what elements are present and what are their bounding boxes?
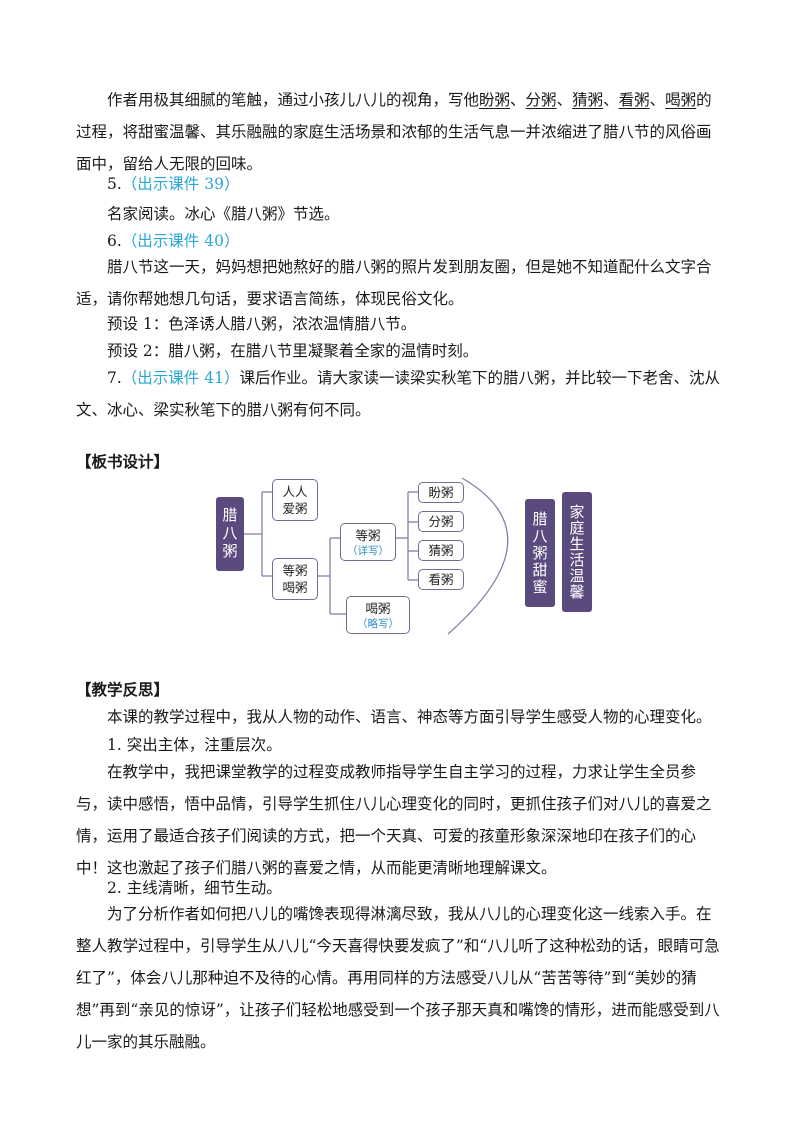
board-heading: 【板书设计】 xyxy=(76,452,170,471)
separator: 、 xyxy=(649,91,666,109)
node-label: 等粥 xyxy=(355,527,381,543)
reflection-paragraph-2: 为了分析作者如何把八儿的嘴馋表现得淋漓尽致，我从八儿的心理变化这一线索入手。在整… xyxy=(76,905,720,1051)
node-label: 人人爱粥 xyxy=(282,484,308,516)
node-drinking: 喝粥（略写） xyxy=(346,596,410,634)
reflection-heading: 【教学反思】 xyxy=(76,680,170,699)
underlined-term: 喝粥 xyxy=(665,91,697,109)
board-conclusion-2: 家庭生活温馨 xyxy=(562,492,592,612)
point-1: 1. 突出主体，注重层次。 xyxy=(107,736,282,754)
preset-2: 预设 2：腊八粥，在腊八节里凝聚着全家的温情时刻。 xyxy=(107,342,479,360)
point-2: 2. 主线清晰，细节生动。 xyxy=(107,879,282,897)
underlined-term: 分粥 xyxy=(525,91,557,109)
reflection-intro: 本课的教学过程中，我从人物的动作、语言、神态等方面引导学生感受人物的心理变化。 xyxy=(107,708,712,726)
leaf-node: 分粥 xyxy=(418,511,464,532)
node-note: （略写） xyxy=(357,617,399,630)
leaf-node: 看粥 xyxy=(418,569,464,590)
intro-paragraph: 作者用极其细腻的笔触，通过小孩儿八儿的视角，写他盼粥、分粥、猜粥、看粥、喝粥的过… xyxy=(76,84,726,180)
item-number: 6. xyxy=(107,232,122,250)
board-title-box: 腊八粥 xyxy=(216,497,244,571)
leaf-node: 猜粥 xyxy=(418,540,464,561)
courseware-ref: （出示课件 41） xyxy=(121,369,240,387)
node-label: 喝粥 xyxy=(365,600,391,616)
preset-1: 预设 1：色泽诱人腊八粥，浓浓温情腊八节。 xyxy=(107,315,417,333)
item-6: 6.（出示课件 40） xyxy=(107,227,239,255)
task-paragraph: 腊八节这一天，妈妈想把她熬好的腊八粥的照片发到朋友圈，但是她不知道配什么文字合适… xyxy=(76,258,712,308)
item-5: 5.（出示课件 39） xyxy=(107,170,239,198)
node-waiting: 等粥（详写） xyxy=(340,523,396,561)
separator: 、 xyxy=(510,91,526,109)
underlined-term: 盼粥 xyxy=(479,91,511,109)
node-everyone-loves-porridge: 人人爱粥 xyxy=(272,479,318,521)
separator: 、 xyxy=(556,91,573,109)
separator: 、 xyxy=(603,91,619,109)
para-text: 的过程，将甜蜜温馨、其乐融融的家庭生活场景和浓郁的生活气息一并浓缩进了腊八节的风… xyxy=(76,91,712,173)
node-label: 等粥喝粥 xyxy=(282,563,308,595)
item-number: 7. xyxy=(107,369,122,387)
reading-line: 名家阅读。冰心《腊八粥》节选。 xyxy=(107,205,340,223)
para-text: 作者用极其细腻的笔触，通过小孩儿八儿的视角，写他 xyxy=(107,91,480,109)
reflection-paragraph-1: 在教学中，我把课堂教学的过程变成教师指导学生自主学习的过程，力求让学生全员参与，… xyxy=(76,763,712,877)
item-number: 5. xyxy=(107,175,122,193)
item-7: 7.（出示课件 41）课后作业。请大家读一读梁实秋笔下的腊八粥，并比较一下老舍、… xyxy=(76,362,726,426)
leaf-node: 盼粥 xyxy=(418,482,464,503)
courseware-ref: （出示课件 40） xyxy=(121,232,240,250)
board-conclusion-1: 腊八粥甜蜜 xyxy=(525,499,555,607)
node-wait-drink: 等粥喝粥 xyxy=(272,558,318,600)
item-text: 课后作业。请大家读一读梁实秋笔下的腊八粥，并比较一下老舍、沈从文、冰心、梁实秋笔… xyxy=(76,369,720,419)
courseware-ref: （出示课件 39） xyxy=(121,175,240,193)
underlined-term: 猜粥 xyxy=(572,91,604,109)
underlined-term: 看粥 xyxy=(618,91,650,109)
node-note: （详写） xyxy=(347,544,389,557)
